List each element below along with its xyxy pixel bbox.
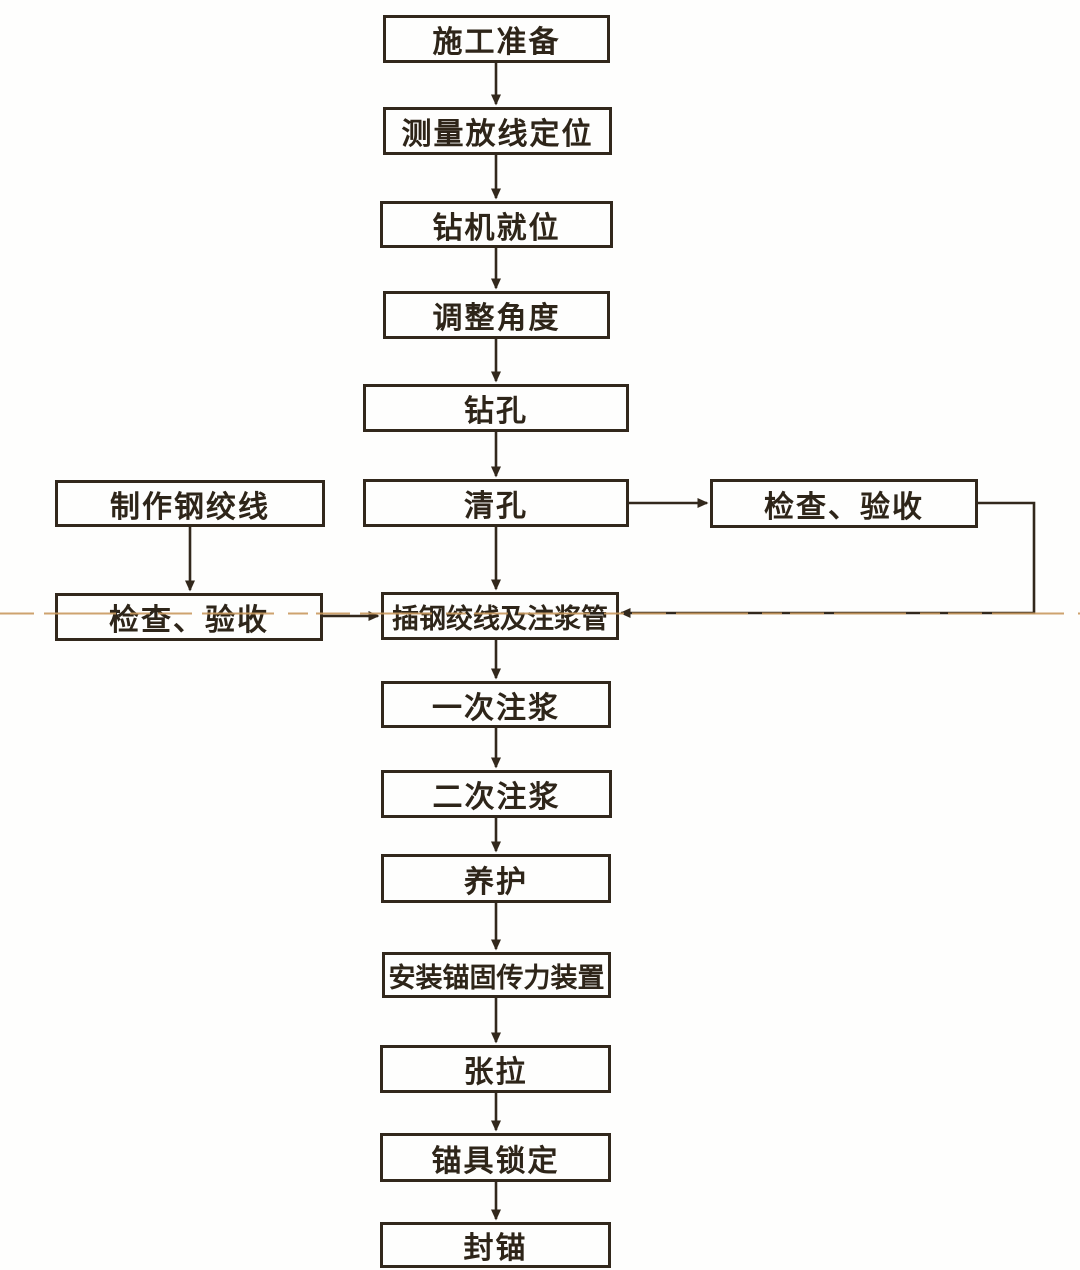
flow-node-seal-anchor: 封锚 <box>380 1222 611 1268</box>
flow-node-survey-layout-positioning: 测量放线定位 <box>383 107 612 155</box>
flow-node-curing: 养护 <box>381 854 611 903</box>
flow-node-inspection-acceptance-right: 检查、验收 <box>710 479 978 528</box>
flow-node-drill-rig-in-place: 钻机就位 <box>380 201 613 248</box>
flow-node-primary-grouting: 一次注浆 <box>381 681 611 728</box>
flow-node-anchor-locking: 锚具锁定 <box>380 1133 611 1182</box>
flow-node-insert-strand-and-grout-pipe: 插钢绞线及注浆管 <box>381 592 619 640</box>
flow-node-inspection-acceptance-left: 检查、验收 <box>55 593 323 641</box>
flow-node-install-anchor-force-device: 安装锚固传力装置 <box>382 952 611 998</box>
flow-node-drilling: 钻孔 <box>363 384 629 432</box>
flow-node-secondary-grouting: 二次注浆 <box>381 770 612 818</box>
flow-node-construction-preparation: 施工准备 <box>383 15 610 63</box>
flow-node-hole-cleaning: 清孔 <box>363 479 629 527</box>
flow-node-tensioning: 张拉 <box>380 1045 611 1093</box>
flow-node-fabricate-steel-strand: 制作钢绞线 <box>55 480 325 527</box>
flow-node-adjust-angle: 调整角度 <box>383 291 610 339</box>
